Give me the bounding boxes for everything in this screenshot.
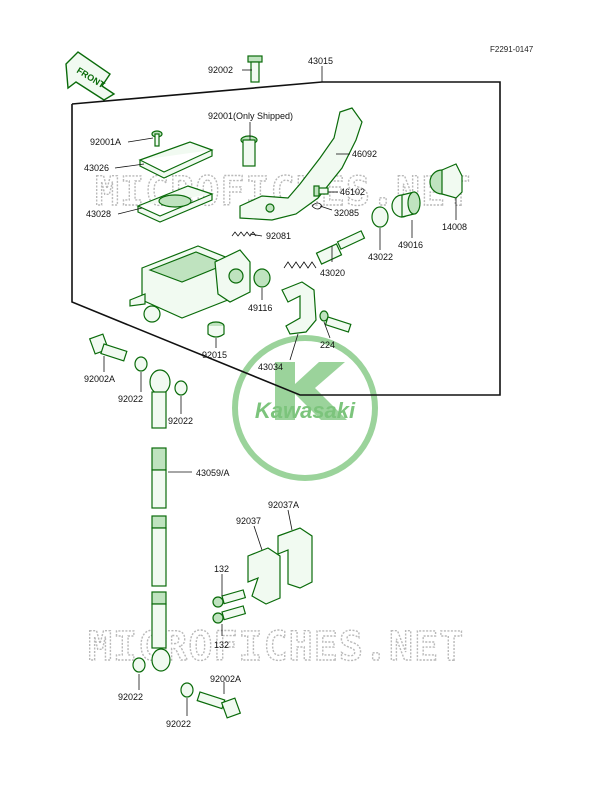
- label-43026: 43026: [84, 163, 109, 173]
- label-92002a-bottom: 92002A: [210, 674, 241, 684]
- part-92022-washer-d: [180, 682, 194, 698]
- label-92001a: 92001A: [90, 137, 121, 147]
- leader-lines: [103, 66, 457, 716]
- label-46102: 46102: [340, 187, 365, 197]
- part-43022-washer: [371, 206, 389, 228]
- front-arrow-icon: FRONT: [65, 51, 116, 101]
- label-43020: 43020: [320, 268, 345, 278]
- label-49016: 49016: [398, 240, 423, 250]
- part-92002a-banjo-bolt-top: [88, 333, 128, 362]
- label-43015: 43015: [308, 56, 333, 66]
- part-92022-washer-a: [134, 356, 148, 372]
- part-46102-screw: [313, 185, 329, 197]
- label-92022-a: 92022: [118, 394, 143, 404]
- part-labels: 92002 43015 92001(Only Shipped) 92001A 4…: [84, 56, 467, 729]
- part-132-bolt-b: [212, 605, 247, 624]
- part-43034-clamp: [281, 281, 317, 335]
- watermark-bottom: MICROFICHES.NET: [88, 624, 464, 670]
- label-43034: 43034: [258, 362, 283, 372]
- label-14008: 14008: [442, 222, 467, 232]
- part-132-bolt-a: [212, 589, 247, 608]
- part-32085-clip: [311, 202, 323, 210]
- label-43028: 43028: [86, 209, 111, 219]
- part-92022-washer-c: [132, 657, 146, 673]
- part-43020-piston: [283, 230, 366, 269]
- label-92022-d: 92022: [166, 719, 191, 729]
- part-43026-cap: [138, 141, 214, 179]
- part-92001a-screw: [151, 130, 163, 147]
- part-46092-lever: [239, 107, 363, 221]
- label-92002: 92002: [208, 65, 233, 75]
- part-92022-washer-b: [174, 380, 188, 396]
- part-92001-bolt: [240, 135, 258, 167]
- label-32085: 32085: [334, 208, 359, 218]
- label-92022-c: 92022: [118, 692, 143, 702]
- part-92015-cap: [207, 321, 225, 338]
- kawasaki-logo: Kawasaki: [232, 335, 378, 481]
- part-224-bolt: [319, 310, 352, 333]
- part-92002a-banjo-bolt-bottom: [196, 691, 242, 719]
- part-43028-diaphragm: [136, 185, 214, 223]
- label-49116: 49116: [248, 303, 272, 313]
- label-92002a-top: 92002A: [84, 374, 115, 384]
- label-43059a: 43059/A: [196, 468, 230, 478]
- label-132-a: 132: [214, 564, 229, 574]
- part-14008-boot: [429, 163, 463, 199]
- label-132-b: 132: [214, 640, 229, 650]
- part-43059a-brake-hose: [149, 369, 171, 672]
- label-224: 224: [320, 340, 335, 350]
- logo-text: Kawasaki: [255, 398, 356, 423]
- part-92037a-bracket: [247, 527, 313, 605]
- label-92037: 92037: [236, 516, 261, 526]
- label-92015: 92015: [202, 350, 227, 360]
- part-49116-seal: [253, 268, 271, 288]
- label-46092: 46092: [352, 149, 377, 159]
- label-92001: 92001(Only Shipped): [208, 111, 293, 121]
- part-master-cylinder-body: [129, 245, 251, 323]
- reference-code: F2291-0147: [490, 45, 534, 54]
- label-43022: 43022: [368, 252, 393, 262]
- part-49016-bushing: [391, 191, 421, 218]
- part-92002-bolt: [247, 55, 263, 83]
- label-92037a: 92037A: [268, 500, 299, 510]
- label-92022-b: 92022: [168, 416, 193, 426]
- part-92081-spring: [231, 231, 257, 237]
- lever-pivot: [265, 203, 275, 213]
- label-92081: 92081: [266, 231, 291, 241]
